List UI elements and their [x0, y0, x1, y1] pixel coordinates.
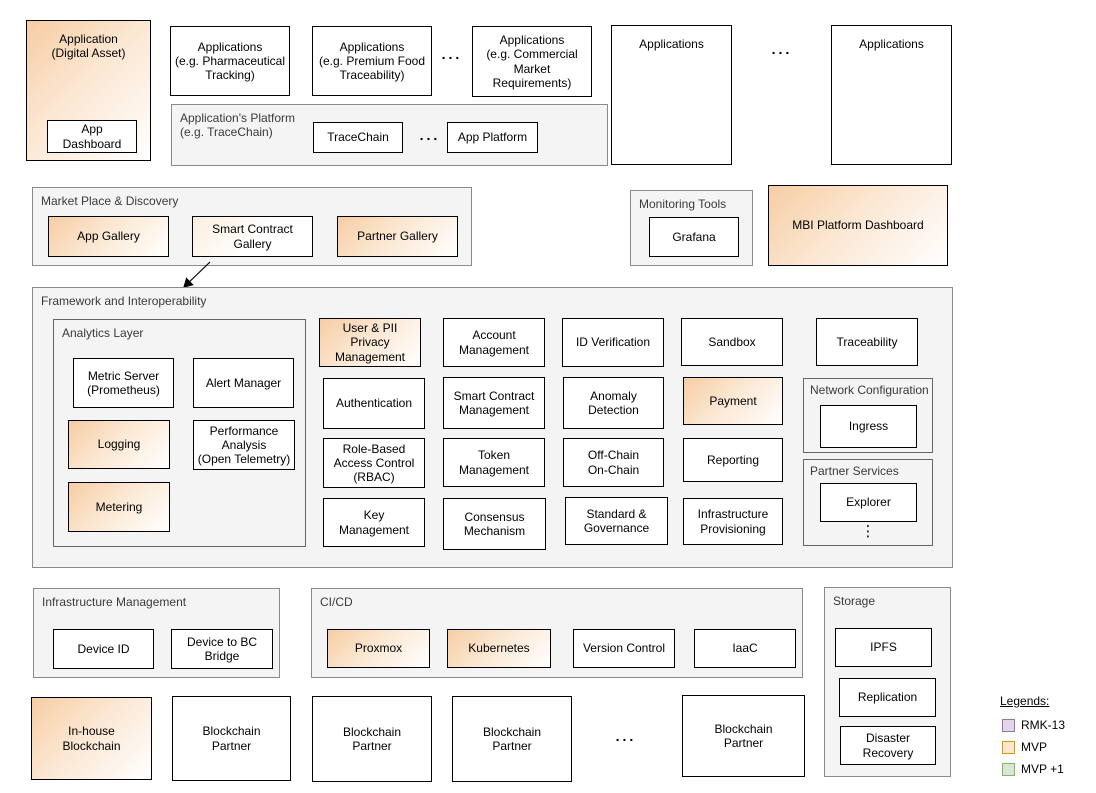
replication-box: Replication: [839, 678, 936, 717]
ellipsis-blockchain-row: ...: [615, 728, 637, 744]
ipfs-box: IPFS: [835, 628, 932, 667]
infrastructure-management-label: Infrastructure Management: [42, 595, 187, 609]
blockchain-partner-box-4: Blockchain Partner: [682, 695, 805, 777]
traceability-box: Traceability: [816, 318, 918, 366]
explorer-box: Explorer: [820, 483, 917, 522]
legend-label-mvp1: MVP +1: [1021, 762, 1064, 776]
storage-group: Storage IPFS Replication Disaster Recove…: [824, 587, 951, 777]
legend: Legends: RMK-13 MVP MVP +1: [995, 690, 1095, 784]
partner-gallery-box: Partner Gallery: [337, 216, 458, 257]
blockchain-partner-box-3: Blockchain Partner: [452, 696, 572, 782]
token-management-box: Token Management: [443, 438, 545, 487]
ellipsis-top-2: ...: [771, 41, 793, 57]
legend-swatch-mvp1: [1002, 762, 1015, 776]
version-control-box: Version Control: [573, 629, 675, 668]
tracechain-box: TraceChain: [313, 122, 403, 153]
logging-box: Logging: [68, 420, 170, 469]
marketplace-group: Market Place & Discovery App Gallery Sma…: [32, 187, 472, 266]
id-verification-box: ID Verification: [562, 318, 664, 367]
legend-item-rmk13: RMK-13: [1002, 718, 1095, 732]
monitoring-tools-label: Monitoring Tools: [639, 197, 727, 211]
partner-services-label: Partner Services: [810, 464, 899, 478]
mbi-platform-dashboard-box: MBI Platform Dashboard: [768, 185, 948, 266]
legend-swatch-rmk13: [1002, 718, 1015, 732]
legend-swatch-mvp: [1002, 740, 1015, 754]
payment-box: Payment: [683, 377, 783, 425]
infrastructure-management-group: Infrastructure Management Device ID Devi…: [33, 588, 280, 678]
blockchain-partner-box-1: Blockchain Partner: [172, 696, 291, 781]
applications-premium-food-box: Applications (e.g. Premium Food Traceabi…: [312, 26, 432, 96]
ingress-box: Ingress: [820, 405, 917, 448]
cicd-group: CI/CD Proxmox Kubernetes Version Control…: [311, 588, 803, 678]
legend-label-mvp: MVP: [1021, 740, 1048, 754]
app-dashboard-box: App Dashboard: [47, 120, 137, 153]
network-configuration-label: Network Configuration: [810, 383, 929, 397]
blockchain-partner-box-2: Blockchain Partner: [312, 696, 432, 782]
smart-contract-management-box: Smart Contract Management: [443, 377, 545, 429]
key-management-box: Key Management: [323, 498, 425, 547]
framework-interoperability-group: Framework and Interoperability Analytics…: [32, 287, 953, 568]
grafana-box: Grafana: [649, 217, 739, 257]
kubernetes-box: Kubernetes: [447, 629, 551, 668]
partner-services-group: Partner Services Explorer ⋮: [803, 459, 933, 546]
disaster-recovery-box: Disaster Recovery: [840, 726, 936, 765]
reporting-box: Reporting: [683, 438, 783, 482]
anomaly-detection-box: Anomaly Detection: [563, 377, 664, 429]
proxmox-box: Proxmox: [327, 629, 430, 668]
infrastructure-provisioning-box: Infrastructure Provisioning: [683, 498, 783, 545]
user-pii-privacy-box: User & PII Privacy Management: [319, 318, 421, 367]
framework-label: Framework and Interoperability: [41, 294, 207, 308]
applications-box-1: Applications: [611, 25, 732, 165]
application-platform-label: Application's Platform (e.g. TraceChain): [180, 111, 296, 140]
iaac-box: IaaC: [694, 629, 796, 668]
application-platform-group: Application's Platform (e.g. TraceChain)…: [171, 104, 608, 166]
ellipsis-platform: ...: [419, 127, 441, 143]
arrow-marketplace-to-framework: [183, 261, 211, 288]
monitoring-tools-group: Monitoring Tools Grafana: [630, 190, 753, 266]
applications-commercial-box: Applications (e.g. Commercial Market Req…: [472, 26, 592, 97]
in-house-blockchain-box: In-house Blockchain: [31, 697, 152, 780]
legend-title: Legends:: [1000, 694, 1050, 708]
device-id-box: Device ID: [53, 629, 154, 669]
legend-label-rmk13: RMK-13: [1021, 718, 1066, 732]
device-bc-bridge-box: Device to BC Bridge: [171, 629, 273, 669]
ellipsis-partner-services: ⋮: [860, 523, 876, 540]
app-gallery-box: App Gallery: [48, 216, 169, 257]
alert-manager-box: Alert Manager: [193, 358, 294, 408]
ellipsis-top-1: ...: [441, 46, 463, 62]
authentication-box: Authentication: [323, 378, 425, 429]
applications-pharma-box: Applications (e.g. Pharmaceutical Tracki…: [170, 26, 290, 96]
storage-label: Storage: [833, 594, 876, 608]
offchain-onchain-box: Off-Chain On-Chain: [563, 438, 664, 487]
applications-box-2: Applications: [831, 25, 952, 165]
cicd-label: CI/CD: [320, 595, 353, 609]
smart-contract-gallery-box: Smart Contract Gallery: [192, 216, 313, 257]
marketplace-label: Market Place & Discovery: [41, 194, 179, 208]
consensus-mechanism-box: Consensus Mechanism: [443, 498, 546, 550]
application-digital-asset-box: Application (Digital Asset) App Dashboar…: [26, 20, 151, 161]
legend-item-mvp1: MVP +1: [1002, 762, 1095, 776]
legend-item-mvp: MVP: [1002, 740, 1095, 754]
network-configuration-group: Network Configuration Ingress: [803, 378, 933, 453]
performance-analysis-box: Performance Analysis (Open Telemetry): [193, 420, 295, 470]
app-platform-box: App Platform: [447, 122, 538, 153]
rbac-box: Role-Based Access Control (RBAC): [323, 438, 425, 488]
metric-server-box: Metric Server (Prometheus): [73, 358, 174, 408]
analytics-layer-group: Analytics Layer Metric Server (Prometheu…: [53, 319, 306, 547]
application-digital-asset-label: Application (Digital Asset): [51, 32, 126, 61]
metering-box: Metering: [68, 482, 170, 532]
analytics-layer-label: Analytics Layer: [62, 326, 144, 340]
sandbox-box: Sandbox: [681, 318, 783, 366]
account-management-box: Account Management: [443, 318, 545, 367]
standard-governance-box: Standard & Governance: [565, 497, 668, 545]
